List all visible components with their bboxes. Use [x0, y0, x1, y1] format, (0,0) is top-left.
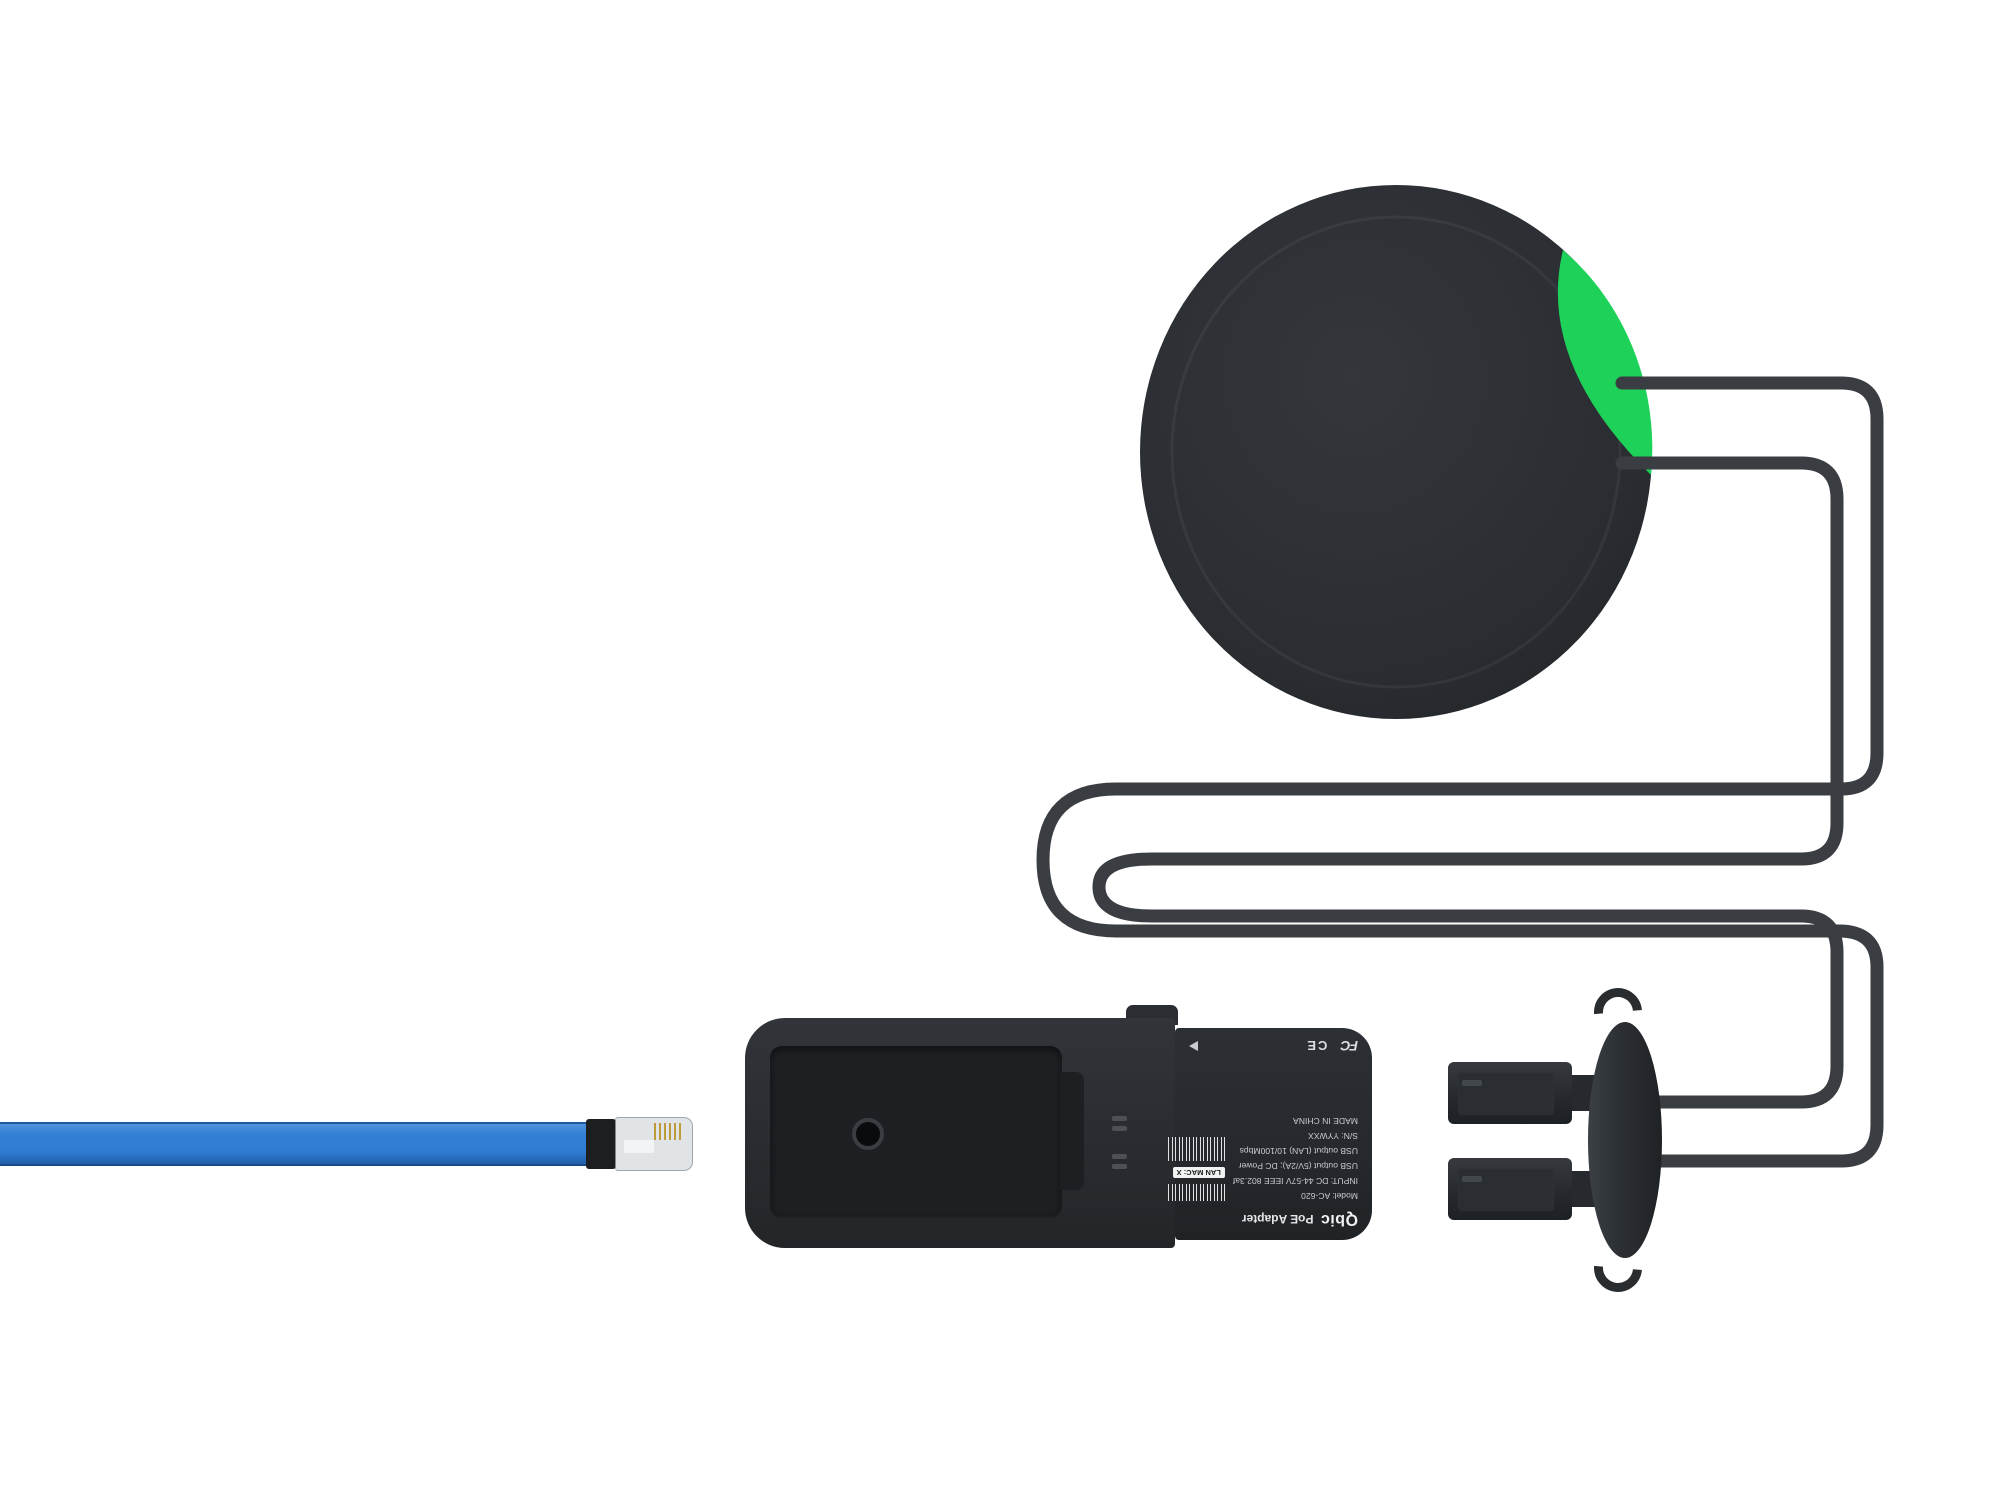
spec-lines: Model: AC-620 INPUT: DC 44-57V IEEE 802.…: [1233, 1058, 1358, 1203]
adapter-label-section: Qbic PoE Adapter Model: AC-620 INPUT: DC…: [1166, 1028, 1372, 1240]
vent-mark: [1112, 1116, 1127, 1121]
splitter-plate: [1588, 1022, 1662, 1258]
ethernet-cable: [0, 1122, 588, 1166]
puck-green-accent: [1557, 250, 1653, 475]
spec-input: INPUT: DC 44-57V IEEE 802.3af: [1232, 1176, 1358, 1186]
adapter-screw-hole: [852, 1118, 884, 1150]
usb-plug-face: [1458, 1071, 1554, 1115]
fcc-mark: FC: [1341, 1038, 1358, 1054]
usb-plug-slot: [1462, 1080, 1482, 1086]
brand-logo: Qbic: [1320, 1211, 1358, 1228]
adapter-recess-notch: [1060, 1072, 1084, 1190]
rj45-connector: [615, 1117, 693, 1171]
lan-mac-badge: LAN MAC: X: [1172, 1167, 1225, 1178]
spec-made-in: MADE IN CHINA: [1293, 1116, 1358, 1126]
spec-model: Model: AC-620: [1301, 1191, 1358, 1201]
spec-usb-power: USB output (5V/2A); DC Power: [1238, 1161, 1358, 1171]
usb-plug-lan: [1448, 1158, 1572, 1220]
barcode: [1166, 1184, 1225, 1201]
adapter-port-recess: [770, 1046, 1062, 1218]
ce-mark: CE: [1305, 1038, 1328, 1054]
spec-usb-lan: USB output (LAN) 10/100Mbps: [1239, 1146, 1358, 1156]
vent-mark: [1112, 1126, 1127, 1131]
power-cable-run-1: [1036, 376, 1884, 1168]
brand-row: Qbic PoE Adapter: [1189, 1210, 1358, 1228]
regulatory-marks: FC CE: [1189, 1038, 1358, 1054]
usb-plug-face: [1458, 1167, 1554, 1211]
product-name: PoE Adapter: [1241, 1212, 1314, 1226]
power-cable-run-2: [1092, 456, 1844, 1109]
rj45-latch: [624, 1140, 654, 1153]
label-columns: Model: AC-620 INPUT: DC 44-57V IEEE 802.…: [1166, 1058, 1358, 1203]
vent-mark: [1112, 1154, 1127, 1159]
usb-plug-slot: [1462, 1176, 1482, 1182]
vent-mark: [1112, 1164, 1127, 1169]
rj45-gold-pins: [654, 1123, 682, 1140]
usb-plug-power: [1448, 1062, 1572, 1124]
rj45-boot: [586, 1119, 616, 1169]
regulatory-arrow-icon: [1189, 1041, 1198, 1051]
barcode: [1166, 1137, 1225, 1161]
puck-surface-ring: [1170, 215, 1622, 689]
puck-device: [1140, 185, 1652, 719]
barcode-column: LAN MAC: X: [1166, 1058, 1225, 1203]
adapter-spec-label: Qbic PoE Adapter Model: AC-620 INPUT: DC…: [1166, 1028, 1372, 1240]
spec-serial: S/N: YYWXX: [1308, 1131, 1358, 1141]
